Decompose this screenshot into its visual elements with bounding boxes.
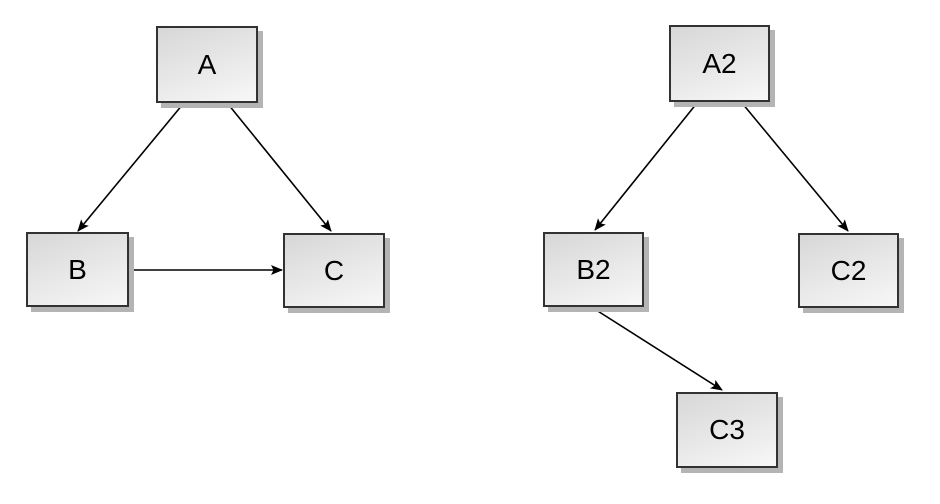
edge-A2-B2 [594,102,698,231]
node-label-B: B [68,253,87,285]
node-label-C2: C2 [830,254,867,286]
node-B2[interactable]: B2 [543,232,644,307]
node-label-C3: C3 [709,414,745,445]
node-label-A2: A2 [702,47,737,79]
edge-B2-C3 [592,307,723,391]
node-B[interactable]: B [26,232,129,307]
edge-A-C [227,103,332,232]
edge-A2-C2 [741,102,849,232]
node-label-A: A [197,48,217,80]
node-A2[interactable]: A2 [669,25,770,102]
node-C3[interactable]: C3 [676,392,778,468]
node-C2[interactable]: C2 [798,233,899,308]
node-C[interactable]: C [283,233,385,308]
edge-A-B [77,103,184,232]
node-label-C: C [323,254,345,286]
node-A[interactable]: A [156,26,258,103]
node-label-B2: B2 [576,253,611,285]
